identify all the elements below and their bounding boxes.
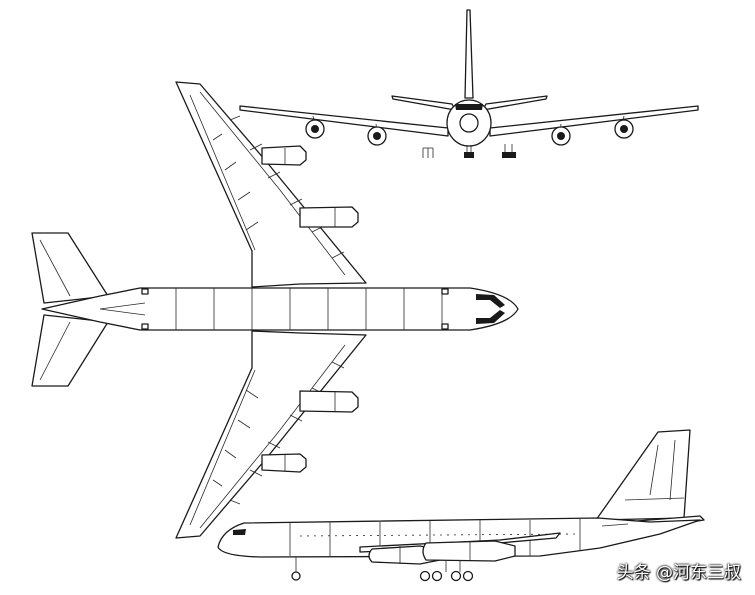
watermark-text: 头条 @河东三叔 bbox=[616, 563, 741, 583]
side-view bbox=[217, 429, 705, 582]
front-view bbox=[239, 9, 699, 158]
top-view bbox=[31, 81, 519, 539]
